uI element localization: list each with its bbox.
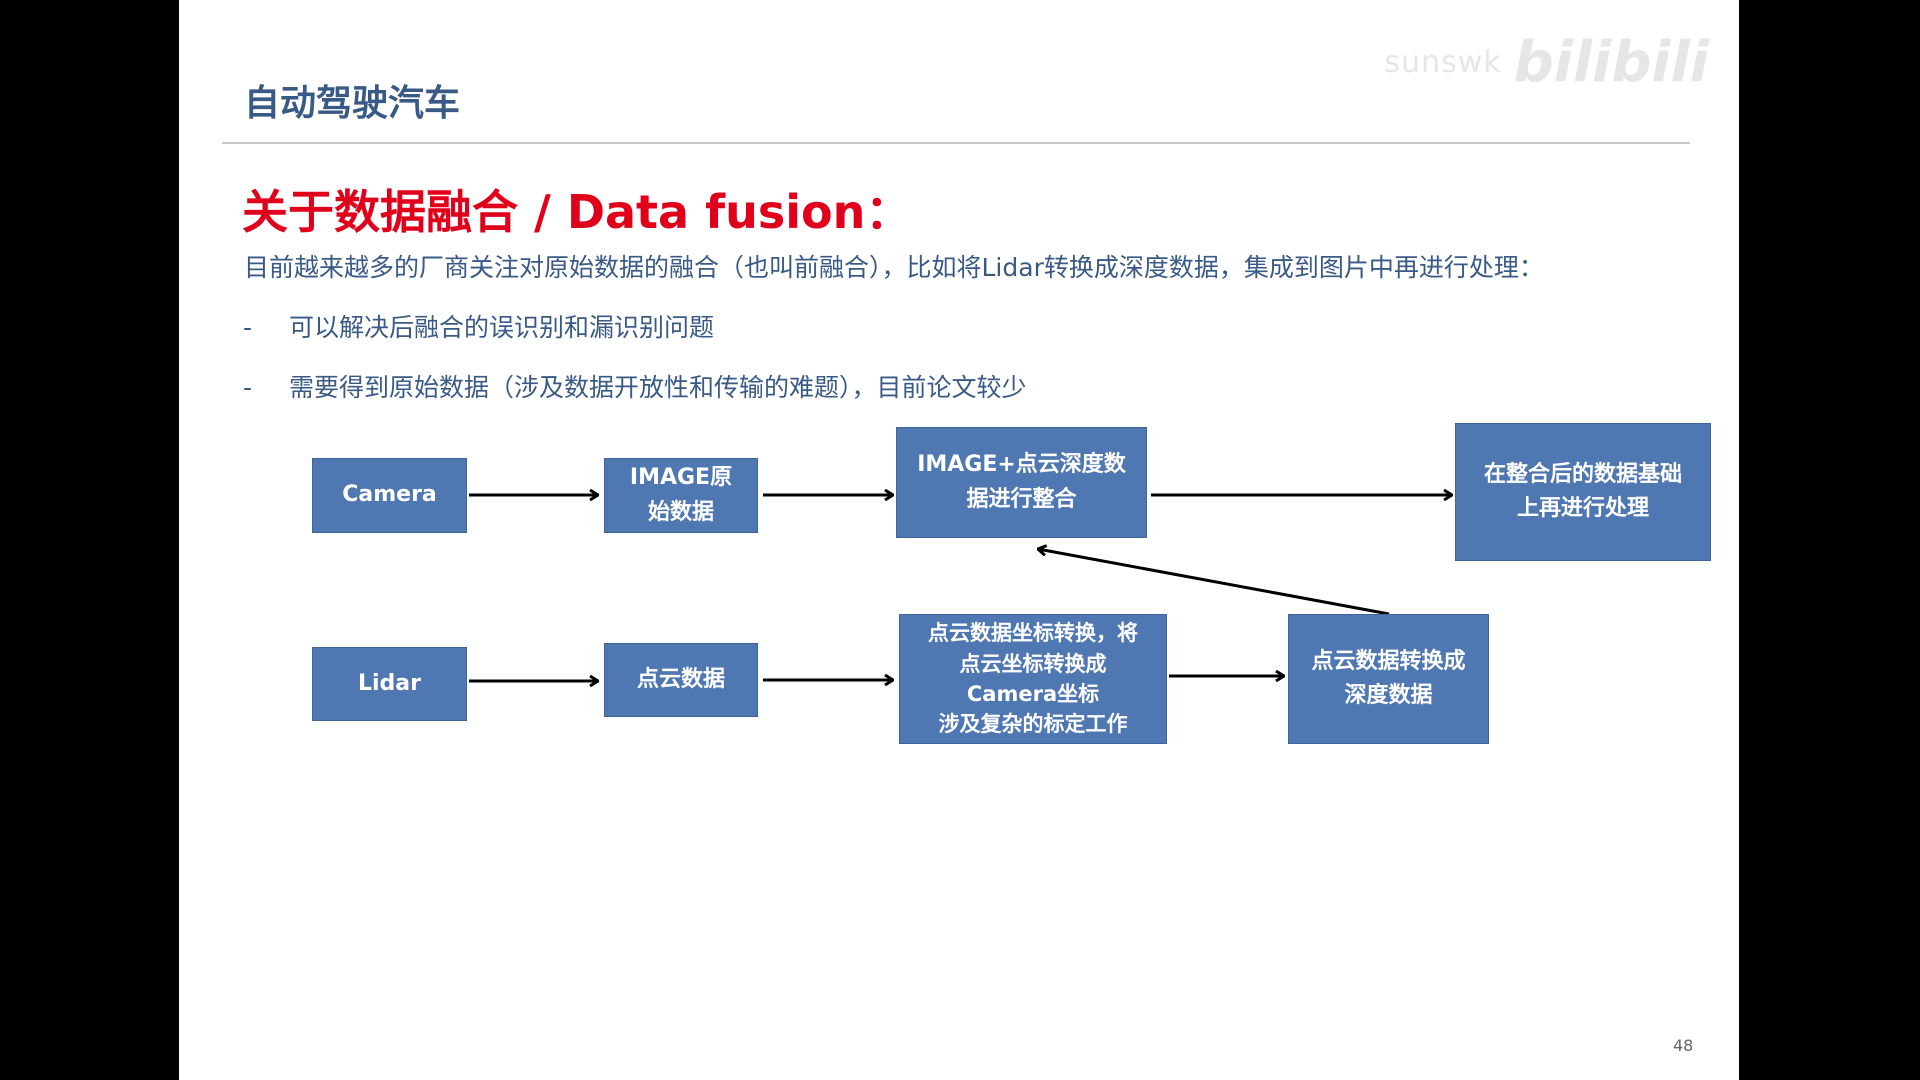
lidar-box: Lidar: [312, 647, 467, 721]
lidar-label: Lidar: [357, 670, 421, 696]
slide: 自动驾驶汽车 sunswk bilibili 关于数据融合 / Data fusi…: [179, 0, 1739, 1080]
bullet-text: 需要得到原始数据（涉及数据开放性和传输的难题），目前论文较少: [289, 373, 1027, 402]
intro-text: 目前越来越多的厂商关注对原始数据的融合（也叫前融合），比如将Lidar转换成深度…: [244, 253, 1544, 282]
depth-convert-label-line1: 点云数据转换成: [1311, 648, 1466, 674]
bullet-text: 可以解决后融合的误识别和漏识别问题: [289, 313, 715, 342]
post-process-box: 在整合后的数据基础 上再进行处理: [1455, 423, 1711, 561]
camera-label: Camera: [342, 482, 437, 508]
image-fusion-label-line1: IMAGE+点云深度数: [917, 452, 1126, 478]
bullet-item: - 可以解决后融合的误识别和漏识别问题: [243, 308, 714, 344]
coord-transform-box: 点云数据坐标转换，将 点云坐标转换成 Camera坐标 涉及复杂的标定工作: [899, 614, 1167, 744]
arrow-depth-to-fusion: [1038, 549, 1390, 616]
bullet-dash: -: [243, 373, 253, 402]
title-divider: [222, 142, 1690, 144]
image-raw-box: IMAGE原 始数据: [604, 458, 758, 533]
point-cloud-box: 点云数据: [604, 643, 758, 717]
image-raw-label-line1: IMAGE原: [629, 465, 733, 491]
page-title: 自动驾驶汽车: [244, 83, 461, 124]
watermark-user: sunswk: [1384, 45, 1502, 80]
bilibili-watermark: sunswk bilibili: [1384, 30, 1709, 95]
bullet-dash: -: [243, 313, 253, 342]
bilibili-logo: bilibili: [1513, 30, 1709, 95]
image-raw-label-line2: 始数据: [647, 499, 714, 525]
flow-arrows: [469, 0, 1739, 1080]
camera-box: Camera: [312, 458, 467, 533]
bullet-item: - 需要得到原始数据（涉及数据开放性和传输的难题），目前论文较少: [243, 368, 1027, 404]
page-number: 48: [1673, 1036, 1694, 1055]
section-heading: 关于数据融合 / Data fusion：: [242, 185, 912, 239]
image-fusion-label-line2: 据进行整合: [966, 486, 1077, 512]
coord-transform-label-line2: 点云坐标转换成: [959, 651, 1107, 676]
post-process-label-line1: 在整合后的数据基础: [1483, 461, 1682, 487]
depth-convert-label-line2: 深度数据: [1344, 683, 1433, 708]
coord-transform-label-line1: 点云数据坐标转换，将: [928, 621, 1138, 646]
image-fusion-box: IMAGE+点云深度数 据进行整合: [896, 427, 1147, 538]
coord-transform-label-line3: Camera坐标: [966, 682, 1100, 706]
post-process-label-line2: 上再进行处理: [1516, 496, 1649, 521]
coord-transform-label-line4: 涉及复杂的标定工作: [938, 712, 1128, 737]
depth-convert-box: 点云数据转换成 深度数据: [1288, 614, 1489, 744]
point-cloud-label: 点云数据: [636, 666, 725, 692]
